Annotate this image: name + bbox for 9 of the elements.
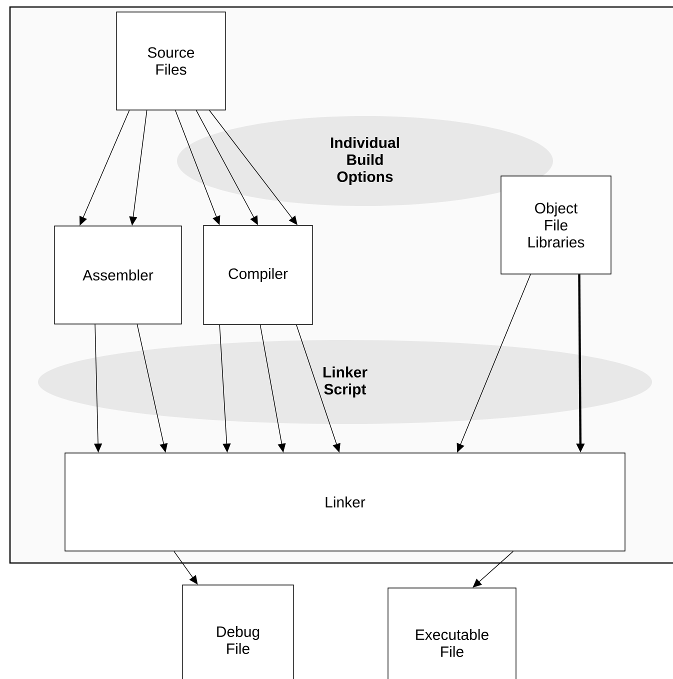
process-box: Source Files — [116, 12, 226, 110]
process-box: Debug File — [182, 584, 294, 679]
process-box: Assembler — [54, 226, 182, 324]
process-box: Executable File — [388, 588, 516, 679]
ellipse-label: Individual Build Options — [331, 137, 399, 185]
process-box: Object File Libraries — [500, 176, 612, 274]
ellipse-label: Linker Script — [324, 366, 368, 398]
process-box: Linker — [64, 452, 626, 552]
process-box: Compiler — [203, 225, 313, 325]
